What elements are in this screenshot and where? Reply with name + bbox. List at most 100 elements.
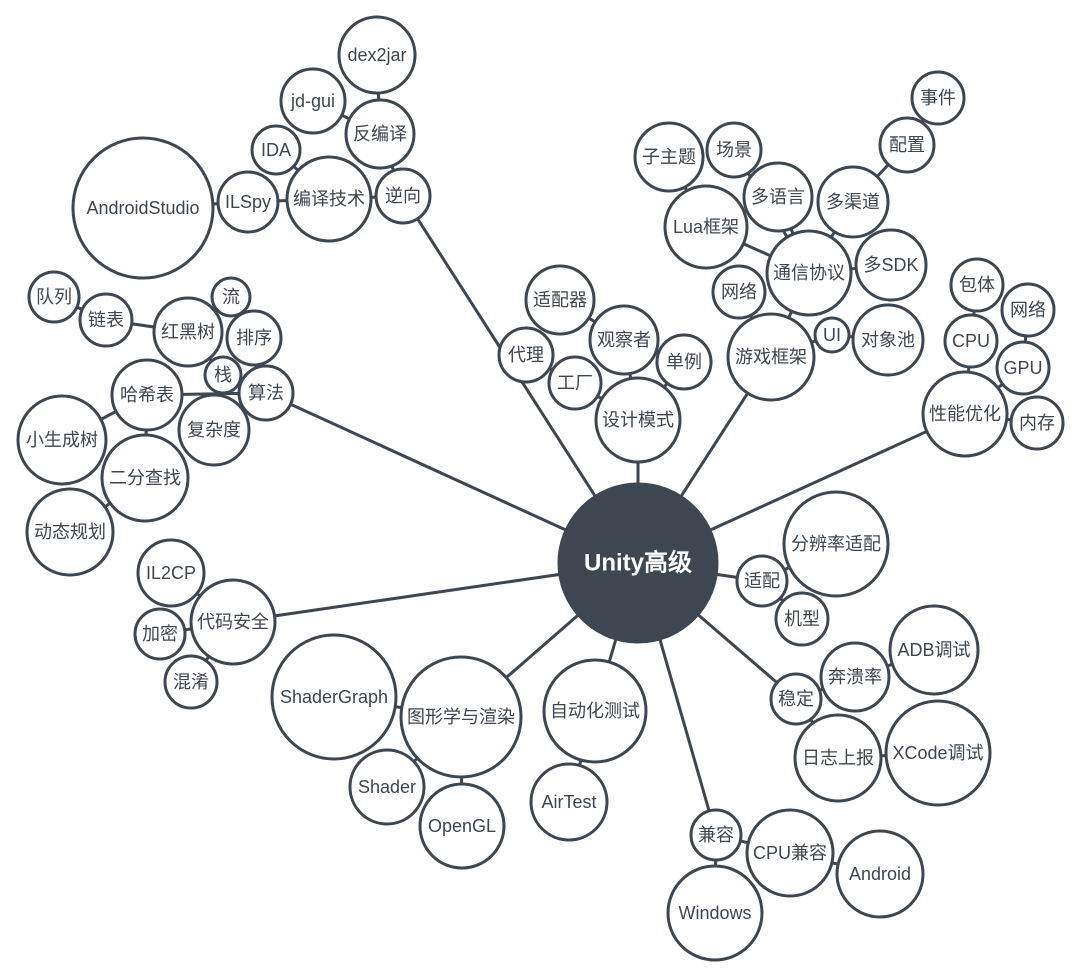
svg-text:流: 流 (222, 287, 240, 307)
node-liu[interactable]: 流 (210, 276, 252, 318)
svg-text:奔溃率: 奔溃率 (828, 667, 882, 687)
svg-text:通信协议: 通信协议 (773, 263, 845, 283)
svg-text:小生成树: 小生成树 (26, 430, 98, 450)
node-dex2jar[interactable]: dex2jar (337, 15, 417, 95)
node-fuzadu[interactable]: 复杂度 (177, 393, 251, 467)
node-xiaoshengchengshu[interactable]: 小生成树 (16, 394, 108, 486)
node-baoti[interactable]: 包体 (949, 257, 1005, 313)
node-erfenchazhao[interactable]: 二分查找 (100, 433, 190, 523)
svg-text:工厂: 工厂 (557, 373, 593, 393)
svg-text:Windows: Windows (678, 903, 751, 923)
node-shader[interactable]: Shader (348, 748, 426, 826)
svg-text:分辨率适配: 分辨率适配 (791, 534, 881, 554)
node-ui[interactable]: UI (813, 316, 851, 354)
svg-text:性能优化: 性能优化 (929, 404, 1001, 424)
node-peizhi[interactable]: 配置 (878, 116, 936, 174)
node-zhan[interactable]: 栈 (203, 355, 243, 395)
svg-text:游戏框架: 游戏框架 (735, 347, 807, 367)
svg-text:日志上报: 日志上报 (802, 748, 874, 768)
svg-text:加密: 加密 (142, 624, 178, 644)
node-duoqudao[interactable]: 多渠道 (816, 165, 890, 239)
node-gpu[interactable]: GPU (995, 340, 1051, 396)
node-tuxingxue[interactable]: 图形学与渲染 (399, 655, 523, 779)
svg-text:单例: 单例 (666, 352, 702, 372)
node-bianyijishu[interactable]: 编译技术 (285, 155, 373, 243)
svg-text:IL2CP: IL2CP (146, 563, 196, 583)
svg-text:配置: 配置 (889, 135, 925, 155)
node-youxikuangjia[interactable]: 游戏框架 (726, 312, 816, 402)
node-shejimoshi[interactable]: 设计模式 (594, 376, 682, 464)
node-ilspy[interactable]: ILSpy (216, 170, 280, 234)
node-daimaanquan[interactable]: 代码安全 (189, 578, 277, 666)
node-shipeiqi[interactable]: 适配器 (524, 264, 596, 336)
svg-text:对象池: 对象池 (861, 330, 915, 350)
node-cpujianrong[interactable]: CPU兼容 (745, 808, 835, 898)
node-fenbianlv[interactable]: 分辨率适配 (782, 490, 890, 598)
node-suanfa[interactable]: 算法 (237, 364, 295, 422)
node-androidstudio[interactable]: AndroidStudio (71, 136, 215, 280)
node-wending[interactable]: 稳定 (769, 672, 823, 726)
node-luakuangjia[interactable]: Lua框架 (663, 184, 749, 270)
node-benkuilv[interactable]: 奔溃率 (819, 641, 891, 713)
svg-text:反编译: 反编译 (353, 124, 407, 144)
node-airtest[interactable]: AirTest (529, 762, 609, 842)
node-hongheishu[interactable]: 红黑树 (152, 296, 224, 368)
node-duosdk[interactable]: 多SDK (854, 228, 928, 302)
node-zizhuti[interactable]: 子主题 (633, 121, 705, 193)
svg-text:稳定: 稳定 (778, 689, 814, 709)
node-fanbianyi[interactable]: 反编译 (344, 98, 416, 170)
node-guanchazhe[interactable]: 观察者 (588, 304, 660, 376)
node-windows[interactable]: Windows (666, 864, 764, 962)
topic-nodes: AndroidStudio IDA ILSpy jd-gui dex2jar 反… (16, 15, 1065, 962)
node-rizhishangbao[interactable]: 日志上报 (793, 713, 883, 803)
node-ida[interactable]: IDA (250, 124, 302, 176)
node-shipei[interactable]: 适配 (735, 554, 789, 608)
node-android[interactable]: Android (835, 829, 925, 919)
node-jixing[interactable]: 机型 (774, 591, 830, 647)
node-lianbiao[interactable]: 链表 (78, 292, 134, 348)
root-node[interactable]: Unity高级 (557, 482, 719, 644)
node-changjing[interactable]: 场景 (705, 121, 763, 179)
node-jianrong[interactable]: 兼容 (689, 808, 743, 862)
node-jdgui[interactable]: jd-gui (279, 67, 347, 135)
node-neicun[interactable]: 内存 (1009, 395, 1065, 451)
svg-text:图形学与渲染: 图形学与渲染 (407, 707, 515, 727)
node-nixiang[interactable]: 逆向 (374, 167, 432, 225)
node-shadergraph[interactable]: ShaderGraph (270, 633, 398, 761)
node-dongtaiguihua[interactable]: 动态规划 (25, 487, 115, 577)
svg-text:自动化测试: 自动化测试 (550, 701, 640, 721)
svg-text:AndroidStudio: AndroidStudio (86, 198, 199, 218)
node-gongchang[interactable]: 工厂 (547, 355, 603, 411)
svg-text:事件: 事件 (920, 88, 956, 108)
node-il2cp[interactable]: IL2CP (136, 538, 206, 608)
svg-text:动态规划: 动态规划 (34, 522, 106, 542)
node-opengl[interactable]: OpenGL (418, 782, 506, 870)
node-daili[interactable]: 代理 (497, 326, 555, 384)
node-jiami[interactable]: 加密 (133, 607, 187, 661)
svg-text:代理: 代理 (508, 345, 544, 365)
svg-text:混淆: 混淆 (173, 672, 209, 692)
node-duilie[interactable]: 队列 (27, 270, 81, 324)
svg-text:队列: 队列 (36, 287, 72, 307)
svg-text:dex2jar: dex2jar (347, 45, 406, 65)
node-haxibiao[interactable]: 哈希表 (110, 358, 184, 432)
node-hunxiao[interactable]: 混淆 (163, 654, 219, 710)
node-wangluo2[interactable]: 网络 (1000, 282, 1056, 338)
svg-text:哈希表: 哈希表 (120, 385, 174, 405)
node-zidonghuaceshi[interactable]: 自动化测试 (542, 658, 648, 764)
node-xcodetiaoshi[interactable]: XCode调试 (884, 699, 992, 807)
node-duixiangchi[interactable]: 对象池 (851, 303, 925, 377)
node-cpu[interactable]: CPU (943, 313, 999, 369)
node-duoyuyan[interactable]: 多语言 (742, 161, 814, 233)
node-tongxinxieyi[interactable]: 通信协议 (765, 229, 853, 317)
node-wangluo[interactable]: 网络 (711, 264, 767, 320)
svg-text:二分查找: 二分查找 (109, 468, 181, 488)
svg-text:OpenGL: OpenGL (428, 816, 496, 836)
node-xingnengyouhua[interactable]: 性能优化 (921, 370, 1009, 458)
node-adbtiaoshi[interactable]: ADB调试 (888, 604, 980, 696)
node-paixu[interactable]: 排序 (225, 309, 283, 367)
node-shijian[interactable]: 事件 (910, 70, 966, 126)
node-danli[interactable]: 单例 (655, 333, 713, 391)
svg-text:网络: 网络 (1010, 300, 1046, 320)
